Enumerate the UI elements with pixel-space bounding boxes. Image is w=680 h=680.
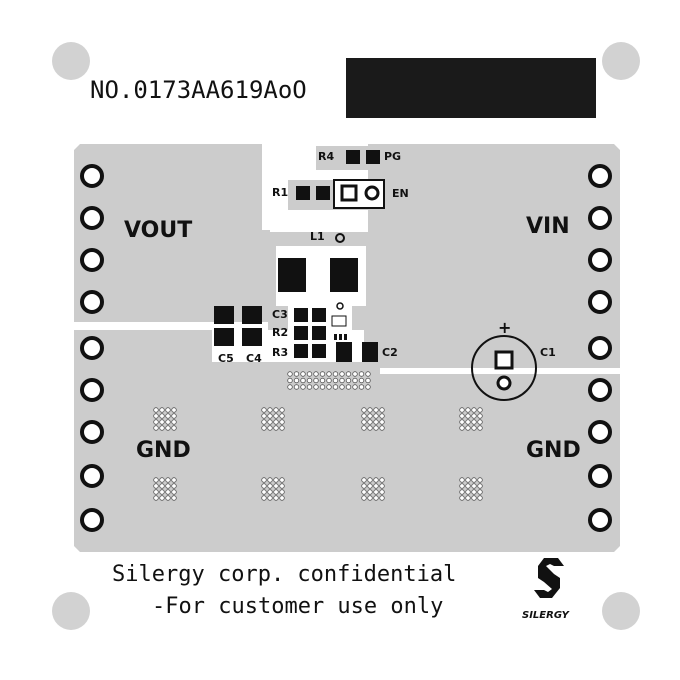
blackout-block [346, 58, 596, 118]
label-c2: C2 [382, 346, 398, 359]
label-vin: VIN [526, 214, 570, 239]
confidential-line-2: -For customer use only [152, 594, 444, 619]
via-cluster [261, 477, 285, 501]
label-pg: PG [384, 150, 402, 163]
label-r2: R2 [272, 326, 289, 339]
capacitor-c2 [336, 342, 378, 362]
label-gnd-left: GND [136, 438, 191, 463]
confidential-line-1: Silergy corp. confidential [112, 562, 457, 587]
capacitor-c1 [471, 335, 537, 401]
mount-hole-bottom-right [602, 592, 640, 630]
part-number: NO.0173AA619AoO [90, 76, 307, 104]
label-c4: C4 [246, 352, 262, 365]
label-vout: VOUT [124, 218, 193, 243]
mount-hole-top-left [52, 42, 90, 80]
silergy-logo-icon [534, 558, 564, 598]
via-cluster [361, 407, 385, 431]
label-r1: R1 [272, 186, 289, 199]
copper-gnd [74, 330, 620, 552]
via-cluster [459, 407, 483, 431]
label-c3: C3 [272, 308, 288, 321]
via-cluster [153, 407, 177, 431]
right-header-pins [588, 164, 612, 532]
via-cluster [287, 371, 371, 390]
label-c1: C1 [540, 346, 556, 359]
via-cluster [153, 477, 177, 501]
label-gnd-right: GND [526, 438, 581, 463]
label-r4: R4 [318, 150, 335, 163]
mount-hole-top-right [602, 42, 640, 80]
logo-text: SILERGY [522, 610, 569, 621]
label-r3: R3 [272, 346, 289, 359]
label-en: EN [392, 187, 409, 200]
via-cluster [361, 477, 385, 501]
en-jumper [333, 179, 385, 209]
ic-area [288, 302, 352, 362]
inductor-l1 [276, 233, 366, 306]
label-l1: L1 [310, 230, 325, 243]
copper-vout [74, 144, 270, 322]
via-cluster [261, 407, 285, 431]
left-header-pins [80, 164, 104, 532]
label-plus: + [498, 318, 512, 337]
capacitors-c5-c4 [214, 306, 262, 346]
label-c5: C5 [218, 352, 234, 365]
mount-hole-bottom-left [52, 592, 90, 630]
resistor-r4 [346, 150, 380, 164]
copper-vin [362, 144, 620, 368]
via-cluster [459, 477, 483, 501]
resistor-r1 [296, 186, 330, 200]
